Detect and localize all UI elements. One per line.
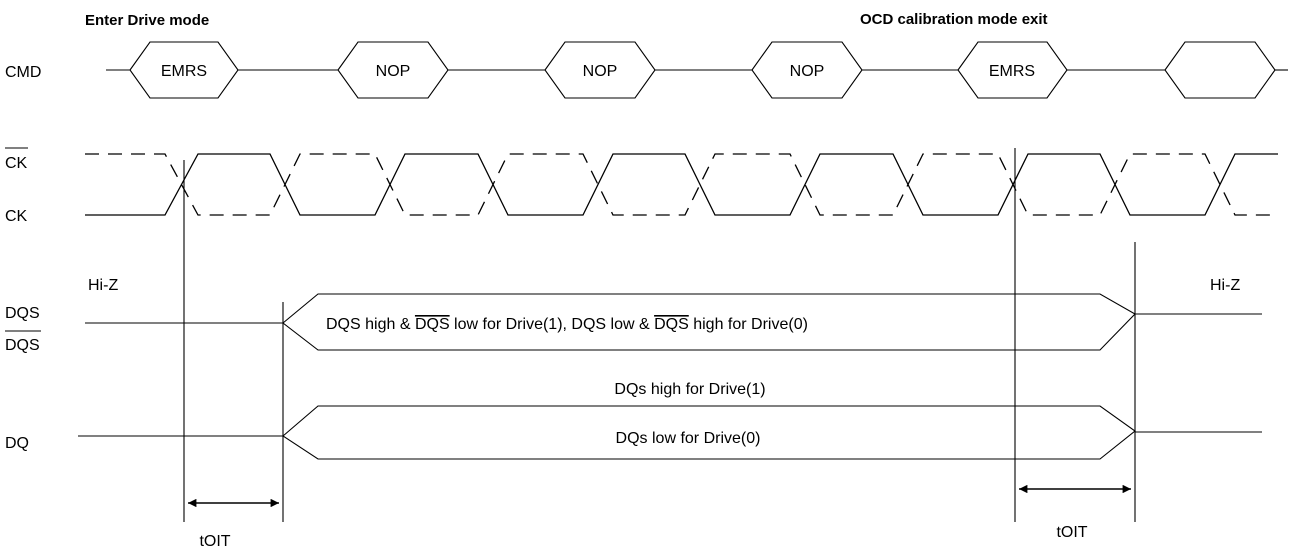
ck-bar-waveform	[85, 153, 1278, 216]
cmd-nop-label: NOP	[376, 63, 411, 80]
cmd-nop-box	[544, 41, 656, 99]
hiz-left-label: Hi-Z	[88, 277, 118, 294]
toit-label-right: tOIT	[1056, 524, 1087, 541]
cmd-emrs-label: EMRS	[989, 63, 1035, 80]
ck-waveform	[85, 153, 1278, 216]
cmd-emrs-box	[129, 41, 239, 99]
enter-drive-mode-label: Enter Drive mode	[85, 12, 209, 29]
ocd-exit-label: OCD calibration mode exit	[860, 11, 1048, 28]
dq-high-label: DQs high for Drive(1)	[614, 381, 765, 398]
signal-label-dq: DQ	[5, 435, 29, 452]
dqs-bus: DQS high & DQS low for Drive(1), DQS low…	[85, 293, 1262, 351]
signal-label-dqs-bar: DQS	[5, 337, 40, 354]
dq-low-label: DQs low for Drive(0)	[616, 430, 761, 447]
cmd-nop-label: NOP	[790, 63, 825, 80]
dq-drive-hexagon	[282, 405, 1136, 460]
signal-label-dqs: DQS	[5, 305, 40, 322]
cmd-emrs-label: EMRS	[161, 63, 207, 80]
dqs-bus-text-over2: DQS	[654, 316, 689, 333]
signal-label-cmd: CMD	[5, 64, 41, 81]
cmd-emrs-box	[957, 41, 1068, 99]
dq-bus: DQs high for Drive(1) DQs low for Drive(…	[78, 381, 1262, 460]
signal-label-ck-bar: CK	[5, 155, 28, 172]
toit-label-left: tOIT	[199, 533, 230, 550]
dqs-bus-text-over1: DQS	[415, 316, 450, 333]
cmd-nop-box	[751, 41, 863, 99]
cmd-bus: EMRS NOP NOP NOP EMRS	[106, 41, 1288, 99]
dqs-bus-text: DQS high & DQS low for Drive(1), DQS low…	[326, 316, 808, 333]
dqs-bus-text-part3: high for Drive(0)	[689, 316, 808, 333]
signal-label-ck: CK	[5, 208, 28, 225]
dqs-bus-text-part2: low for Drive(1), DQS low &	[450, 316, 654, 333]
cmd-nop-label: NOP	[583, 63, 618, 80]
cmd-empty-box	[1164, 41, 1276, 99]
hiz-right-label: Hi-Z	[1210, 277, 1240, 294]
cmd-nop-box	[337, 41, 449, 99]
dqs-bus-text-part1: DQS high &	[326, 316, 415, 333]
